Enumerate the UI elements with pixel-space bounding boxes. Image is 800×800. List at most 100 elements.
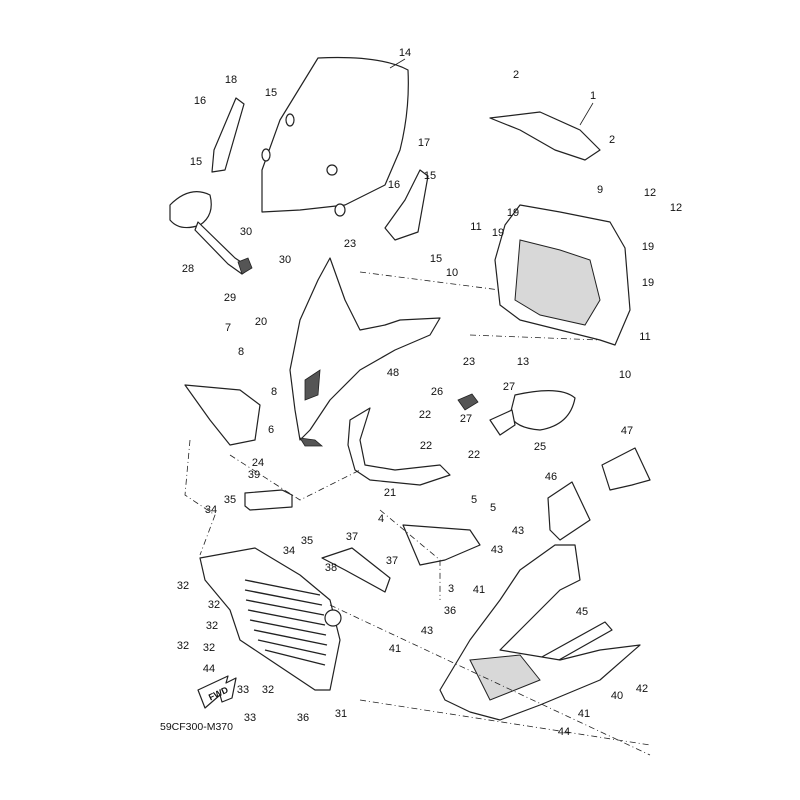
- callout-5: 16: [194, 95, 206, 107]
- callout-64: 32: [208, 599, 220, 611]
- callout-29: 23: [463, 356, 475, 368]
- callout-34: 48: [387, 367, 399, 379]
- cover-part-3: [402, 524, 481, 566]
- callout-46: 46: [545, 471, 557, 483]
- callout-6: 15: [265, 87, 277, 99]
- bracket-part-18: [211, 97, 245, 173]
- callout-8: 17: [418, 137, 430, 149]
- callout-50: 5: [471, 494, 477, 506]
- mirror-left-part-28: [169, 191, 212, 229]
- callout-19: 28: [182, 263, 194, 275]
- callout-57: 34: [283, 545, 295, 557]
- callout-3: 2: [609, 134, 615, 146]
- callout-70: 41: [389, 643, 401, 655]
- callout-0: 14: [399, 47, 411, 59]
- callout-45: 47: [621, 425, 633, 437]
- callout-38: 22: [419, 409, 431, 421]
- callout-79: 41: [578, 708, 590, 720]
- callout-75: 42: [636, 683, 648, 695]
- pad-part-46: [547, 481, 591, 541]
- callout-28: 11: [639, 331, 650, 343]
- callout-58: 37: [386, 555, 398, 567]
- bracket-part-26: [457, 393, 479, 411]
- callout-63: 32: [177, 580, 189, 592]
- callout-54: 43: [512, 525, 524, 537]
- panel-part-21: [347, 407, 451, 486]
- callout-62: 45: [576, 606, 588, 618]
- callout-80: 44: [558, 726, 570, 738]
- callout-44: 21: [384, 487, 396, 499]
- callout-10: 15: [424, 170, 436, 182]
- callout-59: 38: [325, 562, 337, 574]
- callout-37: 27: [460, 413, 472, 425]
- callout-11: 9: [597, 184, 603, 196]
- bracket-part-17: [384, 169, 429, 241]
- callout-76: 33: [244, 712, 256, 724]
- callout-40: 22: [420, 440, 432, 452]
- callout-36: 27: [503, 381, 515, 393]
- callout-65: 32: [206, 620, 218, 632]
- callout-24: 19: [642, 241, 654, 253]
- callout-23: 10: [446, 267, 458, 279]
- callout-61: 41: [473, 584, 485, 596]
- trim-part-37: [321, 547, 391, 593]
- callout-53: 37: [346, 531, 358, 543]
- callout-30: 13: [517, 356, 529, 368]
- callout-69: 43: [421, 625, 433, 637]
- callout-17: 30: [240, 226, 252, 238]
- callout-20: 29: [224, 292, 236, 304]
- callout-74: 40: [611, 690, 623, 702]
- callout-52: 4: [378, 513, 384, 525]
- callout-31: 10: [619, 369, 631, 381]
- front-grill-part-31: [199, 547, 341, 691]
- callout-43: 25: [534, 441, 546, 453]
- callout-78: 31: [335, 708, 347, 720]
- callout-77: 36: [297, 712, 309, 724]
- callout-68: 36: [444, 605, 456, 617]
- callout-55: 43: [491, 544, 503, 556]
- pad-part-47: [601, 447, 651, 491]
- callout-7: 15: [190, 156, 202, 168]
- callout-49: 34: [205, 504, 217, 516]
- pad-part-39: [244, 489, 293, 511]
- callout-73: 32: [262, 684, 274, 696]
- callout-9: 16: [388, 179, 400, 191]
- callout-71: 44: [203, 663, 215, 675]
- callout-14: 11: [470, 221, 481, 233]
- callout-4: 18: [225, 74, 237, 86]
- front-cowling-part-20: [289, 257, 441, 441]
- callout-56: 35: [301, 535, 313, 547]
- callout-39: 6: [268, 424, 274, 436]
- callout-1: 2: [513, 69, 519, 81]
- callout-48: 35: [224, 494, 236, 506]
- callout-12: 12: [644, 187, 656, 199]
- callout-66: 32: [177, 640, 189, 652]
- callout-16: 19: [492, 227, 504, 239]
- callout-72: 33: [237, 684, 249, 696]
- side-panel-part-6: [184, 384, 261, 446]
- cover-part-1: [489, 111, 601, 161]
- callout-18: 30: [279, 254, 291, 266]
- callout-22: 15: [430, 253, 442, 265]
- callout-13: 12: [670, 202, 682, 214]
- callout-32: 8: [238, 346, 244, 358]
- callout-42: 24: [252, 457, 264, 469]
- mirror-right-part-25: [509, 390, 576, 431]
- callout-51: 5: [490, 502, 496, 514]
- callout-47: 39: [248, 469, 260, 481]
- callout-60: 3: [448, 583, 454, 595]
- callout-33: 8: [271, 386, 277, 398]
- callout-26: 20: [255, 316, 267, 328]
- callout-21: 23: [344, 238, 356, 250]
- callout-41: 22: [468, 449, 480, 461]
- fwd-arrow-icon: FWD: [197, 675, 237, 709]
- diagram-code: 59CF300-M370: [160, 721, 233, 733]
- callout-27: 7: [225, 322, 231, 334]
- callout-35: 26: [431, 386, 443, 398]
- callout-15: 19: [507, 207, 519, 219]
- callout-25: 19: [642, 277, 654, 289]
- callout-67: 32: [203, 642, 215, 654]
